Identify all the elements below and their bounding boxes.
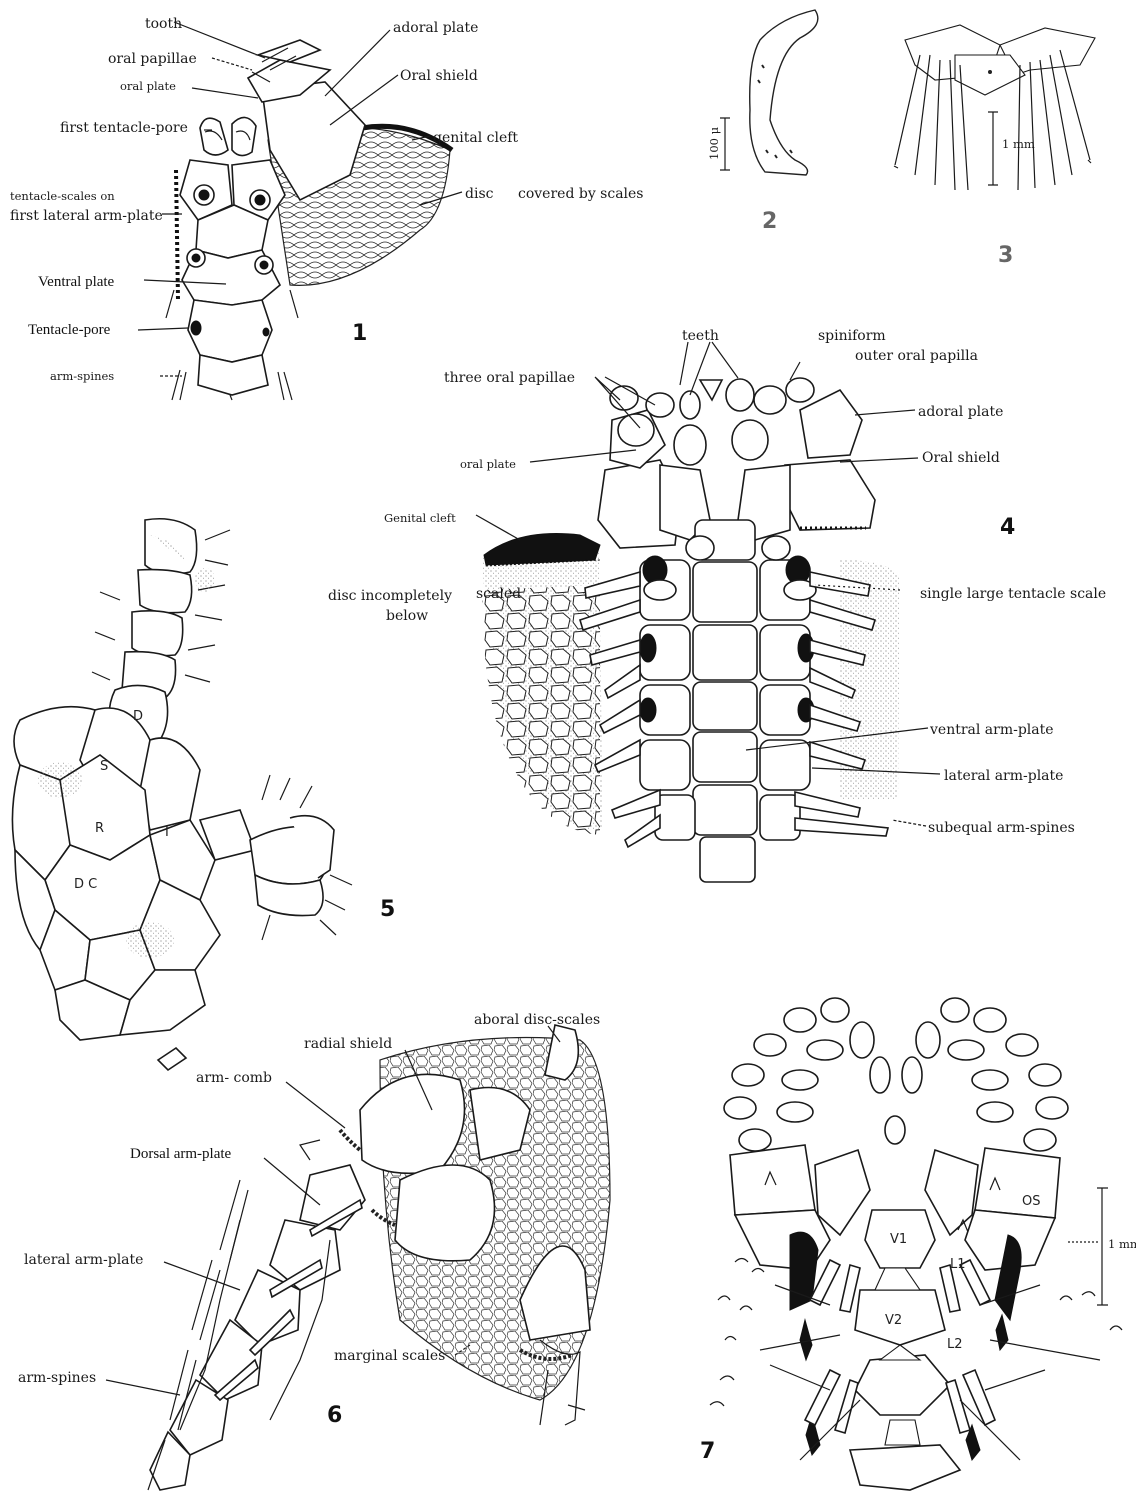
fig4-disc-incompletely-label: disc incompletely xyxy=(328,588,452,604)
fig5-plate-I: I xyxy=(165,825,169,840)
fig6-arm-comb-label: arm- comb xyxy=(196,1070,272,1086)
fig4-lateral-arm-plate-label: lateral arm-plate xyxy=(944,768,1063,784)
fig1-ventral-plate-label: Ventral plate xyxy=(38,274,115,290)
genital-cleft-shape xyxy=(484,534,600,565)
figure-3: 1 mm 3 xyxy=(894,25,1095,268)
fig3-number: 3 xyxy=(998,243,1013,268)
fig1-first-lateral-label: first lateral arm-plate xyxy=(10,208,163,224)
fig2-scale-label: 100 μ xyxy=(707,126,721,160)
fig1-tentacle-pore-label: Tentacle-pore xyxy=(28,322,111,338)
figure-6: aboral disc-scales radial shield arm- co… xyxy=(18,1012,610,1490)
fig5-number: 5 xyxy=(380,897,395,922)
fig5-plate-DC: D C xyxy=(74,877,97,892)
fig5-plate-S: S xyxy=(100,759,108,774)
oral-shield-left xyxy=(730,1145,815,1215)
oral-shield-right xyxy=(975,1148,1060,1218)
fig6-aboral-disc-scales-label: aboral disc-scales xyxy=(474,1012,600,1028)
fig6-lateral-arm-plate-label: lateral arm-plate xyxy=(24,1252,143,1268)
fig7-plate-OS: OS xyxy=(1022,1194,1040,1209)
fig3-scale-label: 1 mm xyxy=(1002,137,1035,151)
fig7-plate-V1: V1 xyxy=(890,1232,907,1247)
fig7-plate-L2: L2 xyxy=(947,1337,963,1352)
fig6-marginal-scales-label: marginal scales xyxy=(334,1348,445,1364)
fig1-adoral-plate-label: adoral plate xyxy=(393,20,478,36)
fig4-oral-shield-label: Oral shield xyxy=(922,450,1000,466)
fig7-plate-L1: L1 xyxy=(950,1257,966,1272)
plate-I xyxy=(140,738,200,830)
fig4-number: 4 xyxy=(1000,515,1015,540)
fig1-tentacle-scales-label: tentacle-scales on xyxy=(10,189,115,203)
fig1-genital-cleft-label: genital cleft xyxy=(433,130,518,146)
fig6-number: 6 xyxy=(327,1403,342,1428)
figure-2: 100 μ 2 xyxy=(707,10,818,234)
fig4-teeth-label: teeth xyxy=(682,328,719,344)
fig1-oral-shield-label: Oral shield xyxy=(400,68,478,84)
fig4-tentacle-scale-label: single large tentacle scale xyxy=(920,586,1106,602)
fig4-ventral-arm-plate-label: ventral arm-plate xyxy=(929,722,1054,738)
fig4-scaled-label: scaled xyxy=(476,586,521,602)
fig4-outer-oral-papilla-label: outer oral papilla xyxy=(855,348,978,364)
figure-7: 1 mm. V1 L1 V2 L2 OS 7 xyxy=(700,998,1136,1490)
fig4-three-oral-papillae-label: three oral papillae xyxy=(444,370,575,386)
fig5-plate-R: R xyxy=(95,821,104,836)
fig1-oral-papillae-label: oral papillae xyxy=(108,51,197,67)
fig1-first-tentacle-pore-label: first tentacle-pore xyxy=(60,120,188,136)
fig1-oral-plate-label: oral plate xyxy=(120,79,176,93)
fig6-arm-spines-label: arm-spines xyxy=(18,1370,96,1386)
fig1-number: 1 xyxy=(352,321,367,346)
hook-shape xyxy=(750,10,818,175)
radial-shield-shape xyxy=(360,1074,465,1173)
fig4-genital-cleft-label: Genital cleft xyxy=(384,511,456,525)
fig4-oral-plate-label: oral plate xyxy=(460,457,516,471)
fig7-plate-V2: V2 xyxy=(885,1313,902,1328)
fig6-dorsal-arm-plate-label: Dorsal arm-plate xyxy=(130,1146,232,1162)
fig7-number: 7 xyxy=(700,1439,715,1464)
fig4-adoral-plate-label: adoral plate xyxy=(918,404,1003,420)
figure-1: tooth oral papillae oral plate first ten… xyxy=(10,16,644,400)
fig1-covered-label: covered by scales xyxy=(518,186,644,202)
fig2-number: 2 xyxy=(762,209,777,234)
fig1-disc-label: disc xyxy=(465,186,494,202)
fig6-radial-shield-label: radial shield xyxy=(304,1036,392,1052)
fig4-below-label: below xyxy=(386,608,428,624)
fig4-spiniform-label: spiniform xyxy=(818,328,886,344)
fig5-plate-D: D xyxy=(133,709,143,724)
fig7-scale-label: 1 mm. xyxy=(1108,1237,1136,1251)
fig1-tooth-label: tooth xyxy=(145,16,182,32)
fig4-subequal-arm-spines-label: subequal arm-spines xyxy=(928,820,1075,836)
fig1-arm-spines-label: arm-spines xyxy=(50,369,114,383)
figure-4: teeth spiniform outer oral papilla three… xyxy=(328,328,1106,882)
